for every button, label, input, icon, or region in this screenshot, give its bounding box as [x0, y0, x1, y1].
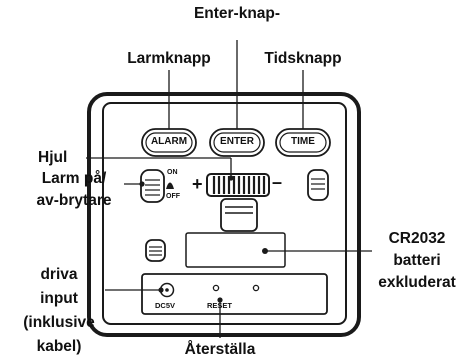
- power-callout-line3: (inklusive: [23, 314, 95, 331]
- stand-hinge: [220, 198, 258, 232]
- battery-callout-line3: exkluderat: [378, 274, 456, 291]
- alarm-button-inner: [145, 132, 193, 153]
- battery-callout-line2: batteri: [393, 252, 441, 269]
- time-button-inner: [279, 132, 327, 153]
- reset-hole: [212, 284, 220, 292]
- battery-dot: [262, 248, 268, 254]
- alarm-button-label: ALARM: [150, 136, 188, 147]
- enter-button-callout: Enter-knap-: [193, 5, 281, 22]
- power-callout-line1: driva: [40, 266, 78, 283]
- time-button-label: TIME: [291, 136, 315, 147]
- enter-button-inner: [213, 132, 261, 153]
- aux-hole: [252, 284, 260, 292]
- alarm-switch-body: [140, 169, 165, 203]
- reset-callout: Återställa: [184, 341, 256, 358]
- wheel-plus-label: +: [192, 174, 203, 194]
- battery-callout-line1: CR2032: [388, 230, 446, 247]
- alarm-switch-callout-line2: av-brytare: [36, 192, 112, 209]
- alarm-button-callout: Larmknapp: [127, 50, 211, 67]
- wheel-callout: Hjul: [38, 149, 68, 166]
- reset-port-label: RESET: [207, 301, 233, 310]
- power-callout-line4: kabel): [36, 338, 82, 355]
- time-button-callout: Tidsknapp: [264, 50, 342, 67]
- wheel-minus-label: –: [272, 172, 283, 192]
- switch-off-label: OFF: [166, 193, 180, 200]
- enter-button-label: ENTER: [220, 136, 254, 147]
- right-grille: [307, 169, 329, 201]
- alarm-switch-callout-line1: Larm på/: [41, 170, 107, 187]
- dc-port-label: DC5V: [155, 301, 176, 310]
- wheel-body: [206, 173, 270, 197]
- power-callout-line2: input: [40, 290, 78, 307]
- left-lower-grille: [145, 239, 166, 262]
- switch-on-label: ON: [167, 169, 178, 176]
- housing-outer: [87, 92, 361, 337]
- leader-lines: [86, 40, 372, 338]
- housing-inner: [102, 102, 347, 325]
- wheel-ridges: [212, 176, 266, 194]
- battery-compartment: [185, 232, 286, 268]
- port-panel: [141, 273, 328, 315]
- bell-icon: [166, 182, 174, 189]
